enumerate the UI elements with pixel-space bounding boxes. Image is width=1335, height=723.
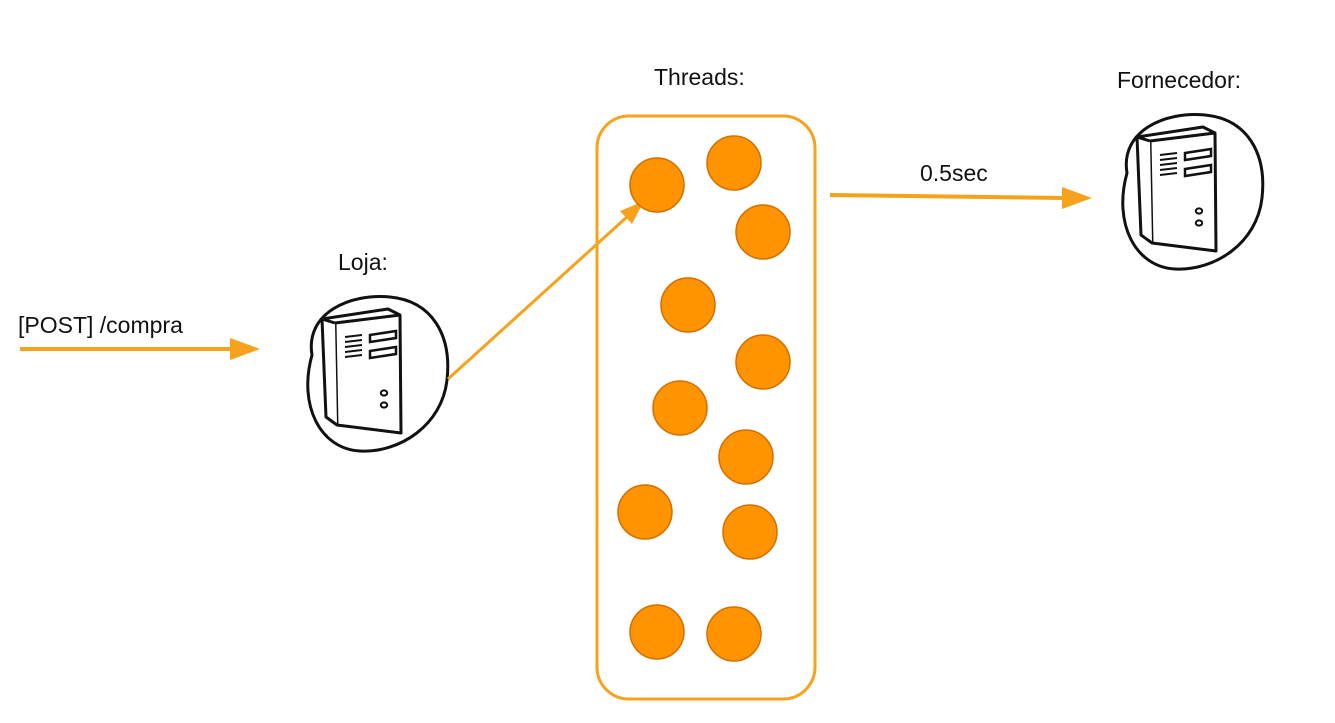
arrow-icon — [1062, 187, 1092, 209]
loja-server-icon — [306, 294, 450, 453]
thread-circle — [735, 334, 791, 390]
threads-label: Threads: — [654, 64, 745, 90]
latency-label: 0.5sec — [920, 160, 988, 186]
thread-circle — [629, 157, 685, 213]
thread-circle — [629, 604, 685, 660]
threads — [617, 135, 791, 662]
threads-to-fornecedor-arrow — [829, 187, 1092, 209]
arrow-icon — [230, 338, 260, 360]
fornecedor-label: Fornecedor: — [1117, 67, 1242, 93]
fornecedor-server-icon — [1121, 112, 1265, 271]
thread-pool-box — [595, 114, 817, 701]
thread-circle — [735, 204, 791, 260]
thread-circle — [718, 429, 774, 485]
loja-to-threads-arrow — [446, 201, 644, 381]
thread-circle — [722, 504, 778, 560]
request-arrow — [20, 338, 260, 360]
thread-circle — [652, 380, 708, 436]
request-label: [POST] /compra — [18, 312, 183, 338]
thread-circle — [660, 277, 716, 333]
arrow-icon — [620, 201, 644, 224]
loja-label: Loja: — [338, 249, 388, 275]
thread-circle — [706, 135, 762, 191]
thread-circle — [617, 484, 673, 540]
thread-circle — [706, 606, 762, 662]
